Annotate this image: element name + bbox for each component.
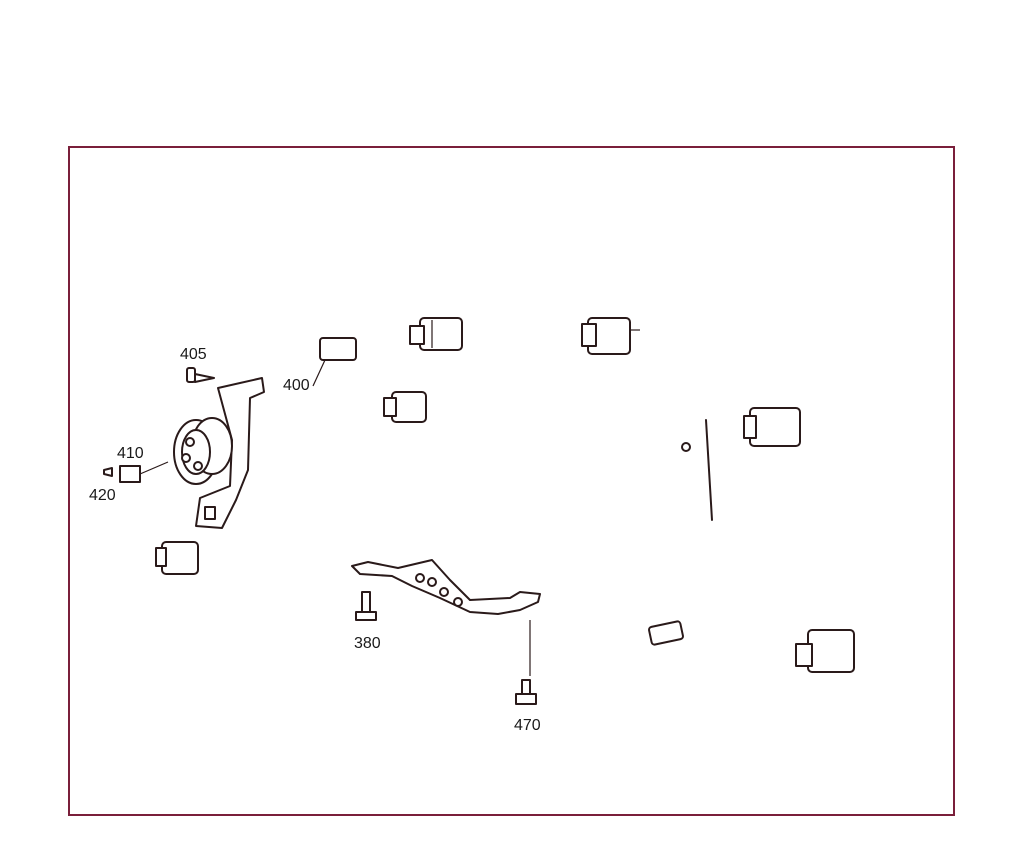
harness-branches <box>197 272 798 679</box>
diagram-frame <box>68 146 955 816</box>
connector-lower-left <box>155 541 199 575</box>
connector-right-lower <box>795 629 855 673</box>
clip-410 <box>119 465 141 483</box>
cable-clip-400 <box>319 337 357 361</box>
bolt-380 <box>355 591 377 621</box>
cable-clip-lower <box>648 620 684 646</box>
main-harness-trunk <box>255 241 748 719</box>
connector-top-center <box>409 317 463 351</box>
bolt-470 <box>515 679 537 705</box>
mounting-bracket <box>351 559 541 615</box>
connector-mid-left <box>383 391 427 423</box>
connector-right-upper <box>743 407 801 447</box>
part-label-405: 405 <box>180 346 207 363</box>
part-label-420: 420 <box>89 487 116 504</box>
part-label-400: 400 <box>283 377 310 394</box>
leader-lines <box>139 359 531 676</box>
part-label-380: 380 <box>354 635 381 652</box>
ring-terminal <box>681 442 691 452</box>
part-label-410: 410 <box>117 445 144 462</box>
connector-top-right <box>581 317 640 355</box>
round-connector-assembly <box>173 377 265 529</box>
part-label-470: 470 <box>514 717 541 734</box>
pin-420 <box>103 467 113 477</box>
screw-405 <box>186 367 215 383</box>
